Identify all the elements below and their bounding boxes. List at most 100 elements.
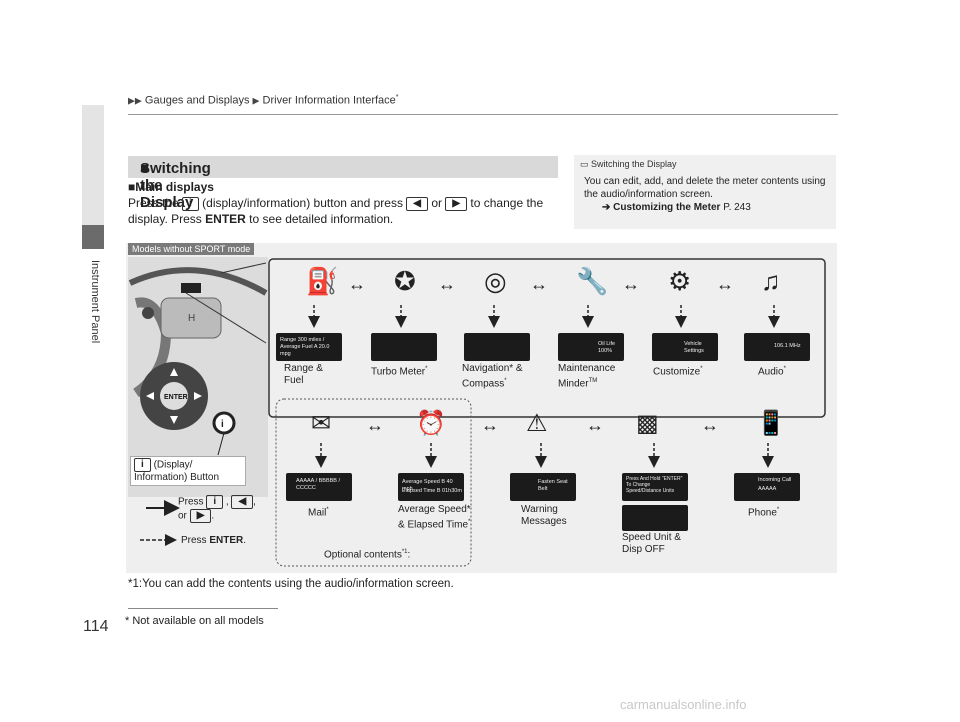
label-info-button: i (Display/ Information) Button <box>130 456 246 486</box>
breadcrumb-arrow-icon: ▶ <box>252 95 260 106</box>
disp-off-screen <box>622 505 688 531</box>
label-mail: Mail* <box>308 507 329 519</box>
text-d: to see detailed information. <box>249 212 394 226</box>
sub-bullet-icon: ■ <box>128 180 136 194</box>
warning-screen: Fasten Seat Belt <box>510 473 576 501</box>
sub-title: Main displays <box>135 180 214 194</box>
swap-arrow-icon: ↔ <box>622 274 640 294</box>
swap-arrow-icon: ↔ <box>438 274 456 294</box>
ref-arrow-icon: ➔ <box>602 202 611 213</box>
header-rule <box>128 114 838 115</box>
footnote-star1: *1:You can add the contents using the au… <box>128 578 454 590</box>
label-optional: Optional contents*1: <box>324 549 411 561</box>
music-icon: ♫ <box>761 266 781 296</box>
label-range-fuel: Range & Fuel <box>284 363 323 386</box>
side-label: Instrument Panel <box>89 260 101 344</box>
label-maintenance: Maintenance MinderTM <box>558 363 616 390</box>
text-a: Press the <box>128 196 179 210</box>
maintenance-screen: Oil Life 100% <box>558 333 624 361</box>
text-b: (display/information) button and press <box>202 196 403 210</box>
text-c: to change the display. Press <box>128 196 544 226</box>
label-audio: Audio* <box>758 366 786 378</box>
right-arrow-button-icon: ▶ <box>189 509 212 523</box>
legend-press: Press i , ◀,or ▶. <box>178 495 256 523</box>
left-arrow-button-icon: ◀ <box>231 495 254 509</box>
swap-arrow-icon: ↔ <box>348 274 366 294</box>
breadcrumb-item-dii[interactable]: Driver Information Interface <box>262 94 396 107</box>
phone-icon: 📱 <box>756 409 786 437</box>
legend-press-enter: Press ENTER. <box>181 535 247 546</box>
info-button-icon: i <box>134 458 151 472</box>
breadcrumb-arrow-icon: ▶▶ <box>128 95 142 106</box>
diagram-svg: H ENTER i ⛽ ✪ ◎ 🔧 ⚙ ♫ ↔ ↔ ↔ <box>128 257 826 567</box>
turbo-icon: ✪ <box>394 266 416 296</box>
page-number: 114 <box>83 618 109 635</box>
footnote-star: * Not available on all models <box>125 615 264 627</box>
gear-icon: ⚙ <box>668 266 691 296</box>
mail-icon: ✉ <box>311 410 331 437</box>
disp-off-icon: ▩ <box>636 410 659 437</box>
info-button-circle-icon <box>212 411 236 435</box>
label-customize: Customize* <box>653 366 703 378</box>
swap-arrow-icon: ↔ <box>366 415 384 435</box>
legend-arrows <box>140 500 180 546</box>
breadcrumb-sup: * <box>395 94 399 101</box>
ref-label[interactable]: Customizing the Meter <box>613 202 721 213</box>
wrench-icon: 🔧 <box>576 265 608 296</box>
swap-arrow-icon: ↔ <box>701 415 719 435</box>
customize-screen: Vehicle Settings <box>652 333 718 361</box>
label-navigation: Navigation* & Compass* <box>462 363 523 390</box>
footnote-rule <box>128 608 278 609</box>
text-or: or <box>431 196 443 210</box>
ref-page[interactable]: P. 243 <box>723 202 751 213</box>
label-turbo: Turbo Meter* <box>371 366 428 378</box>
label-warning: Warning Messages <box>521 504 567 527</box>
note-ref[interactable]: ➔ Customizing the Meter P. 243 <box>584 202 751 213</box>
section-heading: ■Switching the Display <box>128 156 558 211</box>
watermark: carmanualsonline.info <box>620 697 747 712</box>
breadcrumb: ▶▶ Gauges and Displays ▶ Driver Informat… <box>128 94 399 107</box>
info-button-icon: i <box>206 495 224 509</box>
note-title: ▭ Switching the Display <box>580 159 677 169</box>
label-average-speed: Average Speed* & Elapsed Time* <box>398 504 471 531</box>
sub-heading: ■Main displays <box>128 180 214 194</box>
left-arrow-button-icon: ◀ <box>406 196 428 211</box>
mail-screen: AAAAA / BBBBB / CCCCC <box>286 473 352 501</box>
section-title: Switching the Display <box>140 160 211 211</box>
breadcrumb-item-gauges[interactable]: Gauges and Displays <box>144 94 250 107</box>
display-diagram: H ENTER i ⛽ ✪ ◎ 🔧 ⚙ ♫ ↔ ↔ ↔ <box>126 243 837 573</box>
note-body: You can edit, add, and delete the meter … <box>584 176 826 200</box>
navigation-screen <box>464 333 530 361</box>
section-bullet-icon: ■ <box>140 160 150 177</box>
svg-text:H: H <box>188 313 195 324</box>
fuel-icon: ⛽ <box>306 266 338 296</box>
note-box: ▭ Switching the Display You can edit, ad… <box>574 155 836 229</box>
top-icons: ⛽ ✪ ◎ 🔧 ⚙ ♫ ↔ ↔ ↔ ↔ ↔ <box>306 265 781 296</box>
optional-box <box>275 398 472 567</box>
instruction-text: Press the i (display/information) button… <box>128 195 558 227</box>
down-arrows <box>308 305 780 468</box>
audio-screen: 106.1 MHz <box>744 333 810 361</box>
right-arrow-button-icon: ▶ <box>445 196 468 211</box>
side-bar <box>82 105 104 225</box>
swap-arrow-icon: ↔ <box>586 415 604 435</box>
swap-arrow-icon: ↔ <box>481 415 499 435</box>
swap-arrow-icon: ↔ <box>716 274 734 294</box>
enter-key-face: ENTER <box>164 394 188 401</box>
turbo-screen <box>371 333 437 361</box>
note-text: You can edit, add, and delete the meter … <box>584 175 830 214</box>
enter-key-text: ENTER <box>205 212 246 226</box>
label-phone: Phone* <box>748 507 780 519</box>
range-fuel-screen: Range 300 miles / Average Fuel A 20.0 mp… <box>276 333 342 361</box>
bottom-icons: ✉ ⏰ ⚠ ▩ 📱 ↔ ↔ ↔ ↔ <box>311 408 786 437</box>
chapter-tab <box>82 225 104 249</box>
speed-unit-screen: Press And Hold "ENTER" To Change Speed/D… <box>622 473 688 501</box>
svg-text:i: i <box>221 419 224 430</box>
mode-tag: Models without SPORT mode <box>128 243 255 255</box>
compass-icon: ◎ <box>484 266 507 296</box>
swap-arrow-icon: ↔ <box>530 274 548 294</box>
warning-icon: ⚠ <box>526 410 548 437</box>
info-button-icon: i <box>182 196 199 211</box>
